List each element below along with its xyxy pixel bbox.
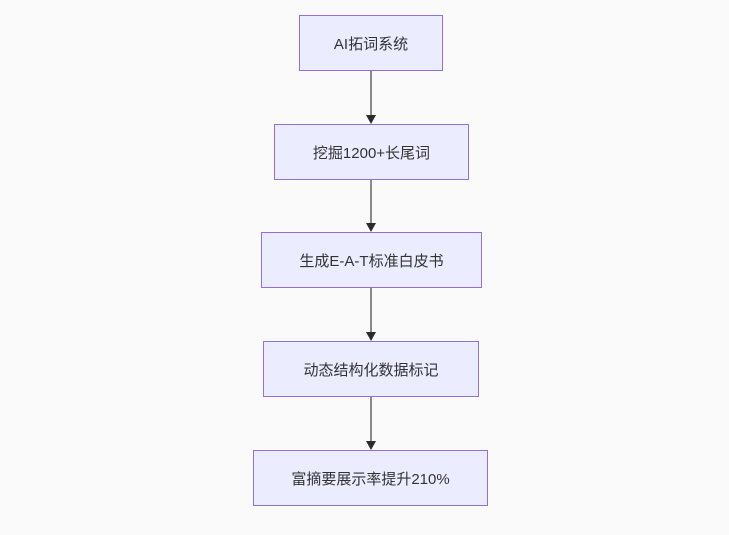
flowchart-node-eat-whitepaper: 生成E-A-T标准白皮书: [261, 232, 482, 288]
edge-line: [370, 71, 372, 115]
arrowhead-icon: [366, 441, 376, 450]
edge-line: [370, 180, 372, 223]
flowchart-node-structured-data-markup: 动态结构化数据标记: [263, 341, 479, 397]
edge-arrow-2: [365, 180, 377, 232]
arrowhead-icon: [366, 115, 376, 124]
node-label: 生成E-A-T标准白皮书: [299, 252, 444, 270]
node-label: 挖掘1200+长尾词: [312, 144, 431, 162]
edge-arrow-1: [365, 71, 377, 124]
flowchart-node-ai-word-expansion: AI拓词系统: [299, 15, 443, 71]
flowchart-node-longtail-mining: 挖掘1200+长尾词: [274, 124, 469, 180]
arrowhead-icon: [366, 223, 376, 232]
flowchart-node-rich-snippet-uplift: 富摘要展示率提升210%: [253, 450, 488, 506]
edge-line: [370, 288, 372, 332]
edge-line: [370, 397, 372, 441]
edge-arrow-3: [365, 288, 377, 341]
node-label: 富摘要展示率提升210%: [291, 470, 450, 488]
node-label: AI拓词系统: [333, 35, 409, 53]
arrowhead-icon: [366, 332, 376, 341]
edge-arrow-4: [365, 397, 377, 450]
node-label: 动态结构化数据标记: [303, 361, 439, 379]
